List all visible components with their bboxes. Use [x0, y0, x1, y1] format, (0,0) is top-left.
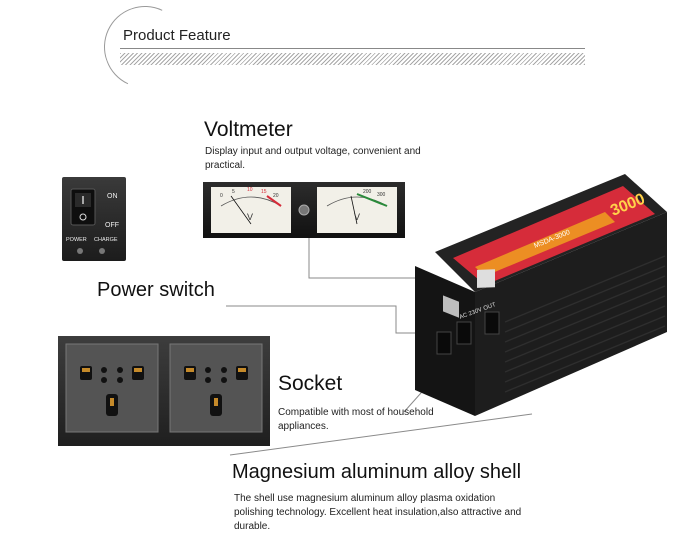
switch-off-label: OFF [105, 222, 119, 229]
section-title: Product Feature [123, 27, 231, 44]
meter-left-tick: 5 [232, 189, 235, 195]
power-switch-heading: Power switch [97, 279, 215, 301]
voltmeter-heading: Voltmeter [204, 118, 293, 141]
socket-description: Compatible with most of household applia… [278, 407, 434, 432]
charge-label: CHARGE [94, 237, 118, 243]
inverter-photo: 3000 MSDA-3000 AC 230V OUT [415, 172, 670, 417]
voltmeter-description: Display input and output voltage, conven… [205, 146, 421, 171]
header-circle-decoration [92, 0, 198, 100]
meter-left-tick: 20 [273, 193, 279, 199]
meter-left-tick: 10 [247, 187, 253, 193]
shell-description: The shell use magnesium aluminum alloy p… [234, 493, 522, 532]
meter-left-unit: V [247, 212, 253, 222]
socket-heading: Socket [278, 372, 343, 395]
switch-on-label: ON [107, 193, 118, 200]
meter-left-tick: 0 [220, 193, 223, 199]
meter-left-tick: 15 [261, 189, 267, 195]
header-hatch-band [120, 53, 585, 65]
meter-right-tick: 300 [377, 192, 386, 198]
socket-photo [58, 336, 270, 446]
voltmeter-photo: 0 5 10 15 20 V 200 300 V [203, 182, 405, 238]
meter-right-unit: V [354, 212, 360, 222]
power-switch-photo: ON OFF POWER CHARGE [62, 177, 126, 261]
power-label: POWER [66, 237, 87, 243]
shell-heading: Magnesium aluminum alloy shell [232, 461, 522, 483]
header-divider [120, 48, 585, 49]
meter-right-tick: 200 [363, 189, 372, 195]
